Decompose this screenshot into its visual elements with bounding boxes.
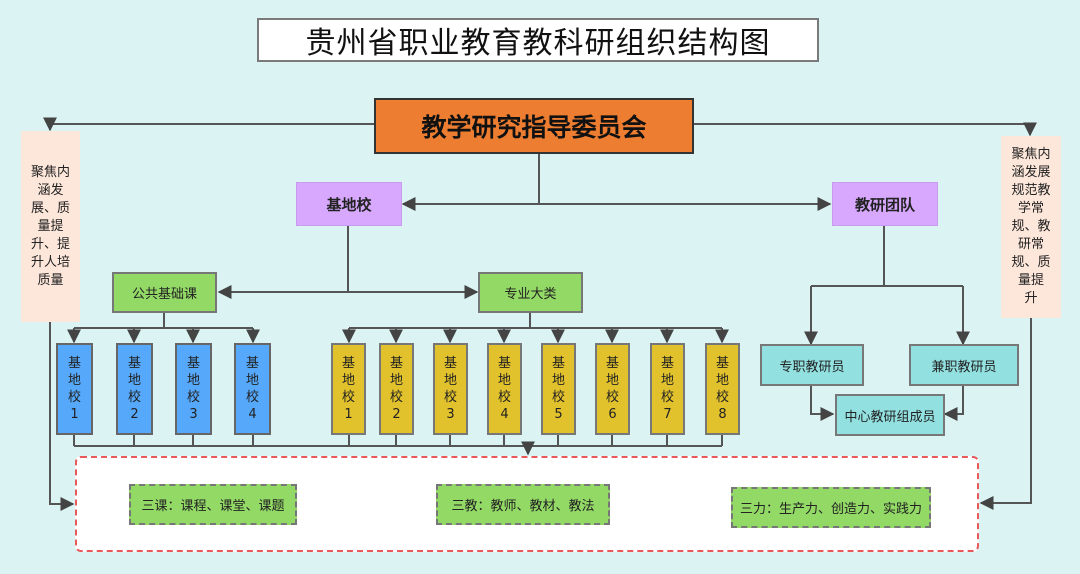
right-note: 聚焦内 涵发展 规范教 学常 规、教 研常 规、质 量提 升 <box>1001 136 1061 318</box>
public-school-2: 基地校 2 <box>116 343 153 435</box>
base-school-node: 基地校 <box>296 182 402 226</box>
major-school-3: 基地校 3 <box>433 343 468 435</box>
public-course-node: 公共基础课 <box>112 272 217 313</box>
public-school-3: 基地校 3 <box>175 343 212 435</box>
center-group-members-node: 中心教研组成员 <box>835 394 945 436</box>
outcome-three-forces: 三力：生产力、创造力、实践力 <box>731 487 931 528</box>
diagram-title: 贵州省职业教育教科研组织结构图 <box>257 18 819 62</box>
major-school-4: 基地校 4 <box>487 343 522 435</box>
major-school-1: 基地校 1 <box>331 343 366 435</box>
outcome-three-teachings: 三教：教师、教材、教法 <box>436 484 610 525</box>
major-category-node: 专业大类 <box>478 272 583 313</box>
left-note: 聚焦内 涵发 展、质 量提 升、提 升人培 质量 <box>21 131 80 322</box>
part-time-researcher-node: 兼职教研员 <box>909 344 1019 386</box>
public-school-4: 基地校 4 <box>234 343 271 435</box>
major-school-6: 基地校 6 <box>595 343 630 435</box>
major-school-7: 基地校 7 <box>650 343 685 435</box>
major-school-5: 基地校 5 <box>541 343 576 435</box>
full-time-researcher-node: 专职教研员 <box>760 344 864 386</box>
teaching-research-committee: 教学研究指导委员会 <box>374 98 694 154</box>
research-team-node: 教研团队 <box>832 182 938 226</box>
public-school-1: 基地校 1 <box>56 343 93 435</box>
outcome-three-courses: 三课：课程、课堂、课题 <box>129 484 297 525</box>
major-school-8: 基地校 8 <box>705 343 740 435</box>
major-school-2: 基地校 2 <box>379 343 414 435</box>
